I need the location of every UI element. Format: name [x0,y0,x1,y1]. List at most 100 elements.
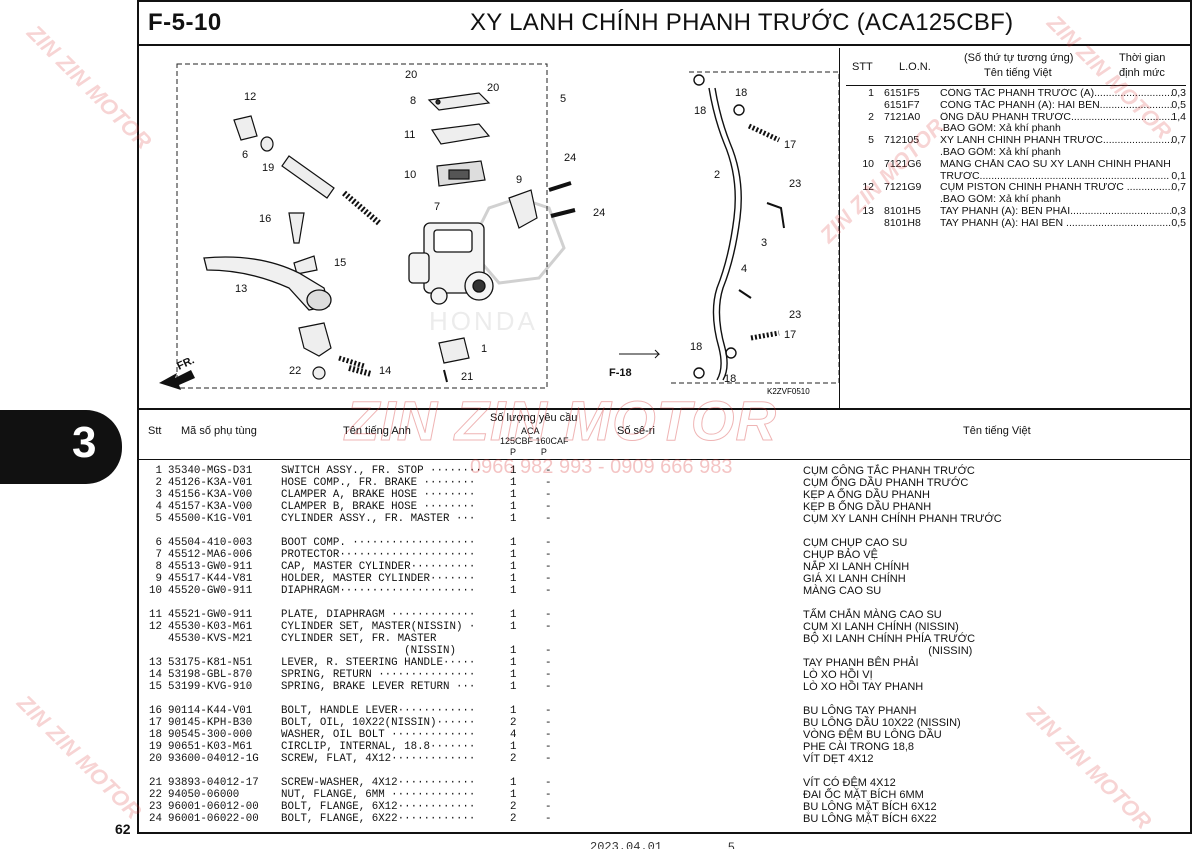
part-qty-125cbf: 1 [510,573,517,585]
part-english-name: BOOT COMP. ··················· [281,537,476,549]
callout-23a: 23 [789,178,801,190]
part-vietnamese-name: VÍT DẸT 4X12 [803,753,874,765]
part-vietnamese-name: VÒNG ĐỆM BU LÔNG DẦU [803,729,942,741]
part-stt: 6 [155,537,162,549]
part-number: 45530-K03-M61 [168,621,253,633]
part-qty-125cbf: 1 [510,513,517,525]
part-stt: 8 [155,561,162,573]
labor-time: 0,3 [1171,87,1186,99]
labor-name: .BAO GỒM: Xả khí phanh [940,194,1061,206]
labor-lon: 8101H5 [884,204,921,217]
part-english-name: NUT, FLANGE, 6MM ············· [281,789,476,801]
labor-name: MÀNG CHẮN CAO SU XY LANH CHÍNH PHANH [940,158,1171,170]
col-name-line2: Tên tiếng Việt [984,67,1052,79]
part-number: 45520-GW0-911 [168,585,253,597]
labor-row: .BAO GỒM: Xả khí phanh [846,194,1186,206]
footer-revision: 5 [728,840,735,849]
callout-17b: 17 [784,329,796,341]
drawing-code: K2ZVF0510 [767,387,810,396]
hdr-qty-model: ACA [521,426,540,436]
callout-4: 4 [741,263,747,275]
part-stt: 3 [155,489,162,501]
part-number: 45126-K3A-V01 [168,477,253,489]
part-qty-160caf: - [545,669,552,681]
labor-lon: 6151F5 [884,87,920,99]
part-vietnamese-name: VÍT CÓ ĐỆM 4X12 [803,777,896,789]
part-vietnamese-name: GIÁ XI LANH CHÍNH [803,573,906,585]
labor-lon: 7121A0 [884,110,921,123]
part-number: 45504-410-003 [168,537,253,549]
part-qty-125cbf: 1 [510,657,517,669]
part-qty-125cbf: 2 [510,801,517,813]
part-qty-160caf: - [545,753,552,765]
part-qty-125cbf: 1 [510,561,517,573]
part-number: 53199-KVG-910 [168,681,253,693]
callout-18a: 18 [694,105,706,117]
part-qty-160caf: - [545,573,552,585]
f18-reference: F-18 [609,349,661,379]
part-english-name: SCREW, FLAT, 4X12············· [281,753,476,765]
part-number: 90145-KPH-B30 [168,717,253,729]
part-qty-160caf: - [545,741,552,753]
labor-name: ỐNG DẦU PHANH TRƯỚC.....................… [940,111,1172,123]
part-vietnamese-name: MÀNG CAO SU [803,585,882,597]
labor-time: 0,5 [1171,98,1186,111]
part-english-name: CLAMPER B, BRAKE HOSE ········ [281,501,476,513]
part-qty-160caf: - [545,777,552,789]
part-stt: 12 [149,621,162,633]
holder-bracket [298,322,372,380]
master-cylinder-body [408,222,494,305]
callout-18b: 18 [735,87,747,99]
callout-14: 14 [379,365,391,377]
part-qty-160caf: - [545,789,552,801]
part-english-name: SPRING, BRAKE LEVER RETURN ··· [281,681,476,693]
part-number: 94050-06000 [168,789,240,801]
part-qty-160caf: - [545,537,552,549]
part-qty-160caf: - [545,717,552,729]
part-vietnamese-name: KẸP A ỐNG DẦU PHANH [803,489,930,501]
part-stt: 21 [149,777,162,789]
labor-table-header: STT L.O.N. (Số thứ tự tương ứng) Tên tiế… [846,52,1186,86]
parts-row: 6 45504-410-003 BOOT COMP. ···············… [148,537,1188,549]
callout-20a: 20 [405,69,417,81]
callout-18d: 18 [724,373,736,385]
callout-6: 6 [242,149,248,161]
part-number: 45500-K1G-V01 [168,513,253,525]
part-english-name: BOLT, FLANGE, 6X22············ [281,813,476,825]
exploded-parts-diagram: HONDA [159,63,839,396]
part-english-name: BOLT, FLANGE, 6X12············ [281,801,476,813]
part-qty-125cbf: 1 [510,585,517,597]
part-number: 93600-04012-1G [168,753,259,765]
callout-22: 22 [289,365,301,377]
part-qty-160caf: - [545,645,552,657]
labor-time: 1,4 [1171,110,1186,123]
labor-row: .BAO GỒM: Xả khí phanh [846,123,1186,135]
group-spacer [148,525,1188,537]
part-english-name: CIRCLIP, INTERNAL, 18.8······· [281,741,476,753]
part-english-name: CAP, MASTER CYLINDER·········· [281,561,476,573]
hdr-qty: Số lượng yêu cầu [490,412,578,424]
part-stt: 9 [155,573,162,585]
callout-12: 12 [244,91,256,103]
part-stt: 1 [155,465,162,477]
part-qty-125cbf: 1 [510,645,517,657]
labor-lon: 712105 [884,134,920,147]
part-vietnamese-name: CỤM ỐNG DẦU PHANH TRƯỚC [803,477,969,489]
parts-row: (NISSIN)1- (NISSIN) [148,645,1188,657]
part-qty-125cbf: 2 [510,753,517,765]
parts-list-header: Stt Mã số phụ tùng Tên tiếng Anh Số lượn… [139,410,1190,460]
part-english-name: BOLT, HANDLE LEVER············ [281,705,476,717]
part-qty-160caf: - [545,489,552,501]
page-number: 62 [115,821,131,837]
